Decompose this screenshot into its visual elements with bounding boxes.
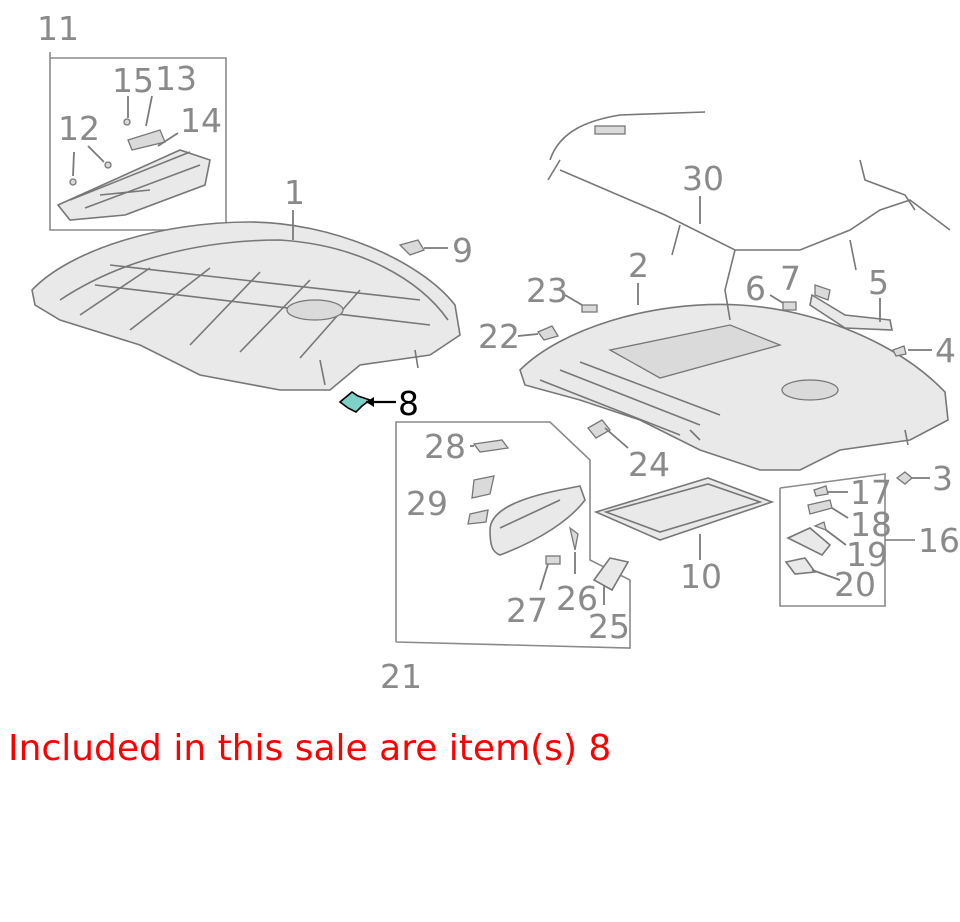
leaders-main — [292, 210, 639, 305]
label-12: 12 — [58, 109, 100, 148]
label-16: 16 — [918, 521, 960, 560]
headliner-2 — [519, 303, 949, 471]
sunroof-seal-10 — [593, 477, 775, 560]
label-9: 9 — [452, 231, 473, 270]
headliner-1 — [31, 221, 461, 391]
callout-box-21 — [395, 421, 631, 649]
callout-box-11 — [49, 52, 227, 231]
small-parts-right — [517, 284, 932, 485]
label-15: 15 — [112, 61, 154, 100]
label-6: 6 — [745, 269, 766, 308]
label-18: 18 — [850, 505, 892, 544]
clip-9 — [398, 239, 448, 256]
label-27: 27 — [506, 591, 548, 630]
label-25: 25 — [588, 607, 630, 646]
label-29: 29 — [406, 484, 448, 523]
label-14: 14 — [180, 101, 222, 140]
label-7: 7 — [780, 259, 801, 298]
label-30: 30 — [682, 159, 724, 198]
parts-diagram: 11 15 13 14 12 1 9 8 30 2 23 22 6 7 5 4 … — [31, 9, 960, 696]
wiring-harness-30 — [547, 111, 951, 321]
label-24: 24 — [628, 445, 670, 484]
label-13: 13 — [155, 59, 197, 98]
label-28: 28 — [424, 427, 466, 466]
retainer-8-highlighted — [338, 391, 396, 413]
label-8: 8 — [398, 384, 419, 423]
label-10: 10 — [680, 557, 722, 596]
label-3: 3 — [932, 459, 953, 498]
label-19: 19 — [846, 535, 888, 574]
label-26: 26 — [556, 579, 598, 618]
label-17: 17 — [850, 473, 892, 512]
callout-labels: 11 15 13 14 12 1 9 8 30 2 23 22 6 7 5 4 … — [37, 9, 960, 696]
label-5: 5 — [868, 263, 889, 302]
label-21: 21 — [380, 657, 422, 696]
label-23: 23 — [526, 271, 568, 310]
label-1: 1 — [284, 173, 305, 212]
label-2: 2 — [628, 246, 649, 285]
label-11: 11 — [37, 9, 79, 48]
label-22: 22 — [478, 317, 520, 356]
callout-box-16 — [779, 473, 915, 607]
sale-note: Included in this sale are item(s) 8 — [8, 728, 612, 769]
label-4: 4 — [935, 331, 956, 370]
label-20: 20 — [834, 565, 876, 604]
